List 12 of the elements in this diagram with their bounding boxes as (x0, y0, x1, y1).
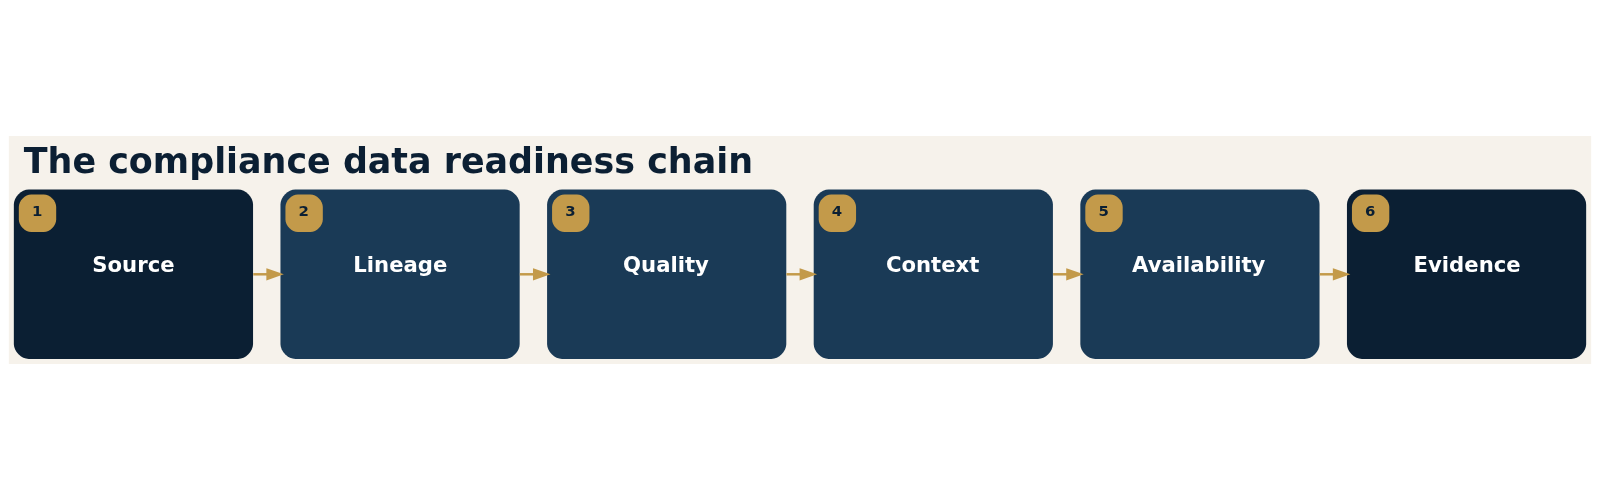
arrow (1319, 268, 1351, 281)
node-box: 1 Source (13, 189, 254, 359)
node-box: 4 Context (813, 189, 1053, 359)
node-box: 5 Availability (1080, 189, 1320, 359)
arrow (253, 268, 284, 281)
arrow (519, 268, 551, 281)
arrow (1053, 268, 1084, 281)
diagram-title: The compliance data readiness chain (23, 140, 754, 181)
arrow (786, 268, 818, 281)
node-box: 6 Evidence (1346, 189, 1587, 359)
node-box: 2 Lineage (280, 189, 520, 359)
node-box: 3 Quality (547, 189, 787, 359)
